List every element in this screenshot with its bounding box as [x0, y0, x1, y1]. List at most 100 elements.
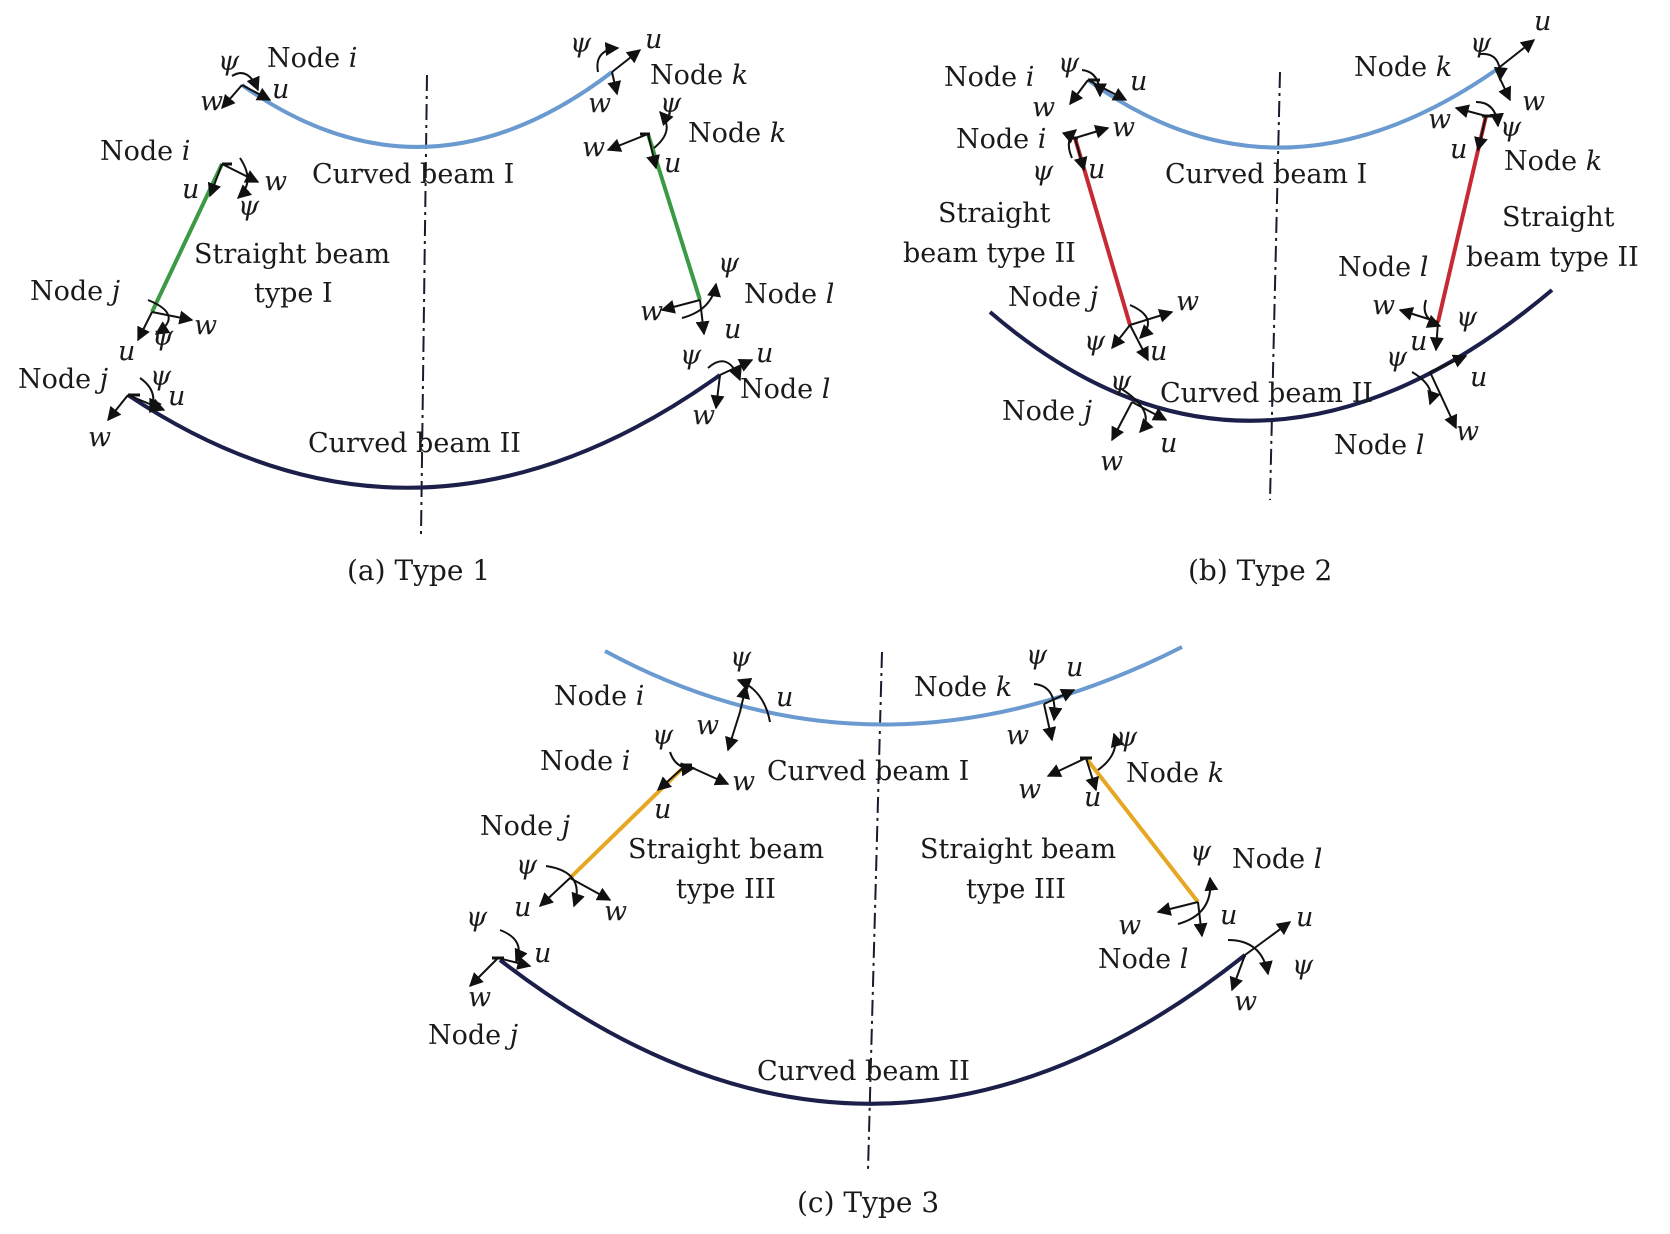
- node-j-curved-c: Node j ψ u w: [428, 902, 551, 1051]
- label-curved-beam-I-b: Curved beam I: [1165, 159, 1367, 190]
- node-l-straight-b: Node l w ψ u: [1338, 252, 1478, 357]
- curved-beam-I-a: [240, 70, 614, 149]
- svg-text:ψ: ψ: [1292, 950, 1314, 981]
- svg-text:u: u: [1450, 134, 1467, 165]
- svg-text:u: u: [272, 74, 289, 105]
- svg-text:u: u: [1130, 66, 1147, 97]
- svg-text:Node j: Node j: [480, 811, 570, 842]
- svg-text:w: w: [468, 982, 491, 1013]
- svg-text:Node l: Node l: [740, 374, 830, 405]
- label-straight-left-b-line2: beam type II: [903, 238, 1076, 269]
- curved-beam-II-a: [126, 373, 722, 490]
- svg-text:u: u: [1470, 362, 1487, 393]
- svg-text:u: u: [654, 794, 671, 825]
- straight-beam-right-c: [1084, 756, 1200, 904]
- svg-text:ψ: ψ: [1026, 640, 1048, 671]
- svg-text:u: u: [534, 938, 551, 969]
- svg-text:w: w: [604, 896, 627, 927]
- svg-text:u: u: [1160, 428, 1177, 459]
- svg-text:ψ: ψ: [238, 191, 260, 222]
- svg-text:Node j: Node j: [428, 1020, 518, 1051]
- svg-text:Node i: Node i: [100, 136, 190, 167]
- svg-text:ψ: ψ: [1110, 366, 1132, 397]
- node-j-straight-c: Node j ψ u w: [480, 811, 627, 927]
- svg-text:Node i: Node i: [944, 62, 1034, 93]
- node-l-straight-a: Node l ψ w u: [640, 248, 834, 345]
- svg-text:w: w: [1234, 986, 1257, 1017]
- symmetry-axis-a: [420, 74, 428, 536]
- label-curved-beam-II-c: Curved beam II: [757, 1056, 970, 1087]
- svg-text:Node j: Node j: [1008, 282, 1098, 313]
- label-straight-left-b-line1: Straight: [938, 198, 1051, 229]
- svg-text:Node k: Node k: [1354, 52, 1452, 83]
- svg-text:Node k: Node k: [650, 60, 748, 91]
- svg-text:Node k: Node k: [1504, 146, 1602, 177]
- label-straight-left-c-line1: Straight beam: [628, 834, 824, 865]
- svg-text:Node j: Node j: [1002, 396, 1092, 427]
- node-i-straight-b: Node i w ψ u: [956, 112, 1135, 187]
- svg-text:w: w: [1372, 290, 1395, 321]
- node-k-straight-c: Node k ψ w u: [1018, 722, 1224, 813]
- panel-c: Curved beam I Curved beam II Straight be…: [428, 640, 1322, 1219]
- svg-text:ψ: ψ: [1058, 48, 1080, 79]
- svg-text:ψ: ψ: [1116, 722, 1138, 753]
- svg-text:ψ: ψ: [718, 248, 740, 279]
- svg-text:u: u: [168, 381, 185, 412]
- svg-text:w: w: [1118, 910, 1141, 941]
- svg-text:ψ: ψ: [660, 88, 682, 119]
- node-i-straight-c: Node i ψ w u: [540, 720, 755, 825]
- svg-text:w: w: [696, 710, 719, 741]
- label-straight-left-c-line2: type III: [676, 874, 776, 905]
- svg-text:Node k: Node k: [914, 672, 1012, 703]
- svg-text:ψ: ψ: [1032, 156, 1054, 187]
- svg-text:u: u: [1066, 652, 1083, 683]
- svg-text:Node l: Node l: [1338, 252, 1428, 283]
- svg-text:u: u: [776, 682, 793, 713]
- svg-text:Node l: Node l: [744, 279, 834, 310]
- svg-text:Node i: Node i: [956, 124, 1046, 155]
- panel-b: Curved beam I Curved beam II Straight be…: [903, 6, 1639, 587]
- svg-text:w: w: [200, 86, 223, 117]
- svg-text:Node l: Node l: [1334, 430, 1424, 461]
- label-straight-right-b-line1: Straight: [1502, 202, 1615, 233]
- svg-text:w: w: [264, 166, 287, 197]
- svg-text:w: w: [1428, 104, 1451, 135]
- svg-text:ψ: ψ: [1456, 302, 1478, 333]
- svg-text:w: w: [1112, 112, 1135, 143]
- node-j-straight-b: Node j w ψ u: [1008, 282, 1199, 367]
- svg-text:Node i: Node i: [540, 746, 630, 777]
- label-straight-right-c-line2: type III: [966, 874, 1066, 905]
- caption-a: (a) Type 1: [347, 554, 490, 587]
- symmetry-axis-c: [867, 651, 883, 1171]
- svg-text:w: w: [88, 422, 111, 453]
- node-l-curved-a: Node l ψ u w: [680, 338, 830, 431]
- node-j-curved-b: Node j ψ u w: [1002, 366, 1177, 477]
- node-j-straight-a: Node j u w ψ: [30, 276, 217, 367]
- svg-text:w: w: [588, 88, 611, 119]
- symmetry-axis-b: [1269, 71, 1281, 501]
- svg-text:ψ: ψ: [1084, 326, 1106, 357]
- svg-text:u: u: [1534, 6, 1551, 37]
- svg-text:w: w: [1522, 86, 1545, 117]
- svg-text:ψ: ψ: [466, 902, 488, 933]
- svg-text:Node l: Node l: [1232, 844, 1322, 875]
- curved-beam-II-c: [498, 953, 1247, 1106]
- svg-text:u: u: [514, 892, 531, 923]
- svg-text:Node k: Node k: [688, 118, 786, 149]
- node-l-curved-b: Node l ψ u w: [1334, 342, 1487, 461]
- svg-text:w: w: [1006, 720, 1029, 751]
- node-j-curved-a: Node j ψ u w: [18, 361, 185, 453]
- svg-text:ψ: ψ: [1470, 28, 1492, 59]
- svg-text:w: w: [640, 296, 663, 327]
- svg-text:ψ: ψ: [218, 46, 240, 77]
- svg-text:ψ: ψ: [652, 720, 674, 751]
- svg-text:Node l: Node l: [1098, 944, 1188, 975]
- svg-text:w: w: [1100, 446, 1123, 477]
- svg-text:ψ: ψ: [152, 321, 174, 352]
- svg-text:w: w: [582, 132, 605, 163]
- label-straight-beam-a-line1: Straight beam: [194, 239, 390, 270]
- svg-text:w: w: [1456, 416, 1479, 447]
- svg-text:u: u: [1296, 902, 1313, 933]
- svg-text:u: u: [1150, 336, 1167, 367]
